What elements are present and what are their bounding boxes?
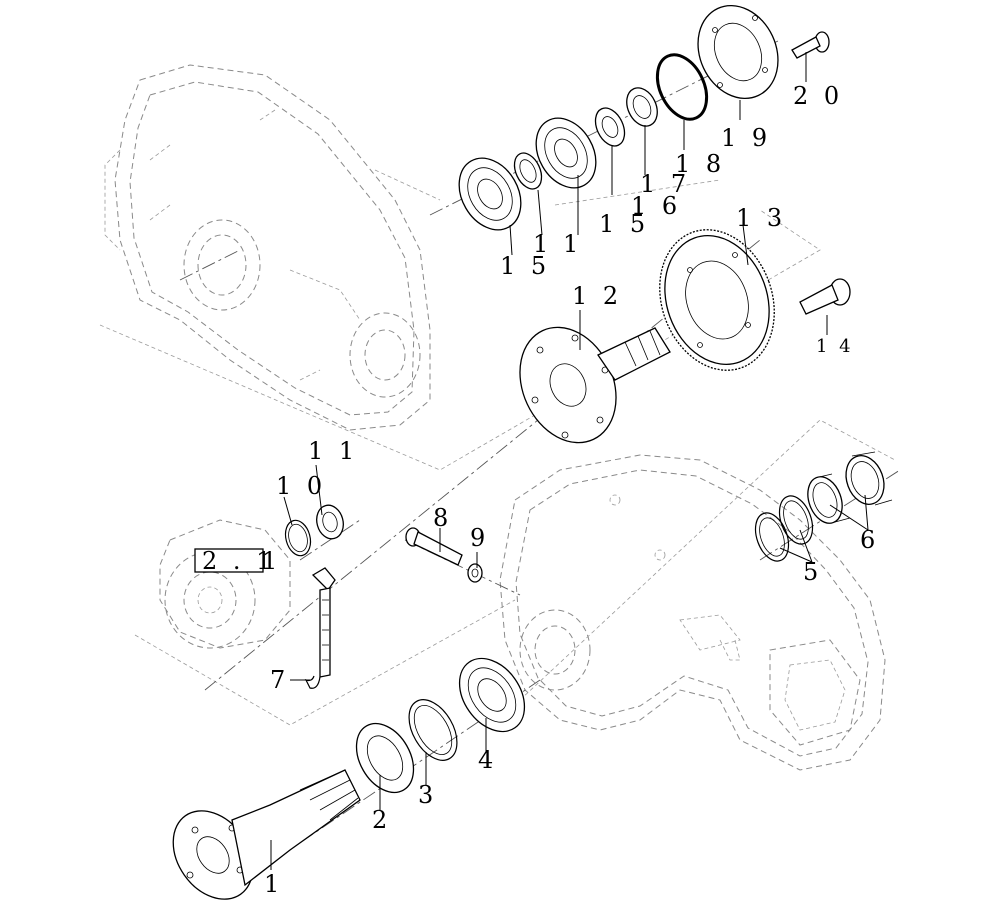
callout-21-upper: 1 bbox=[533, 230, 552, 258]
callout-2: 2 bbox=[372, 806, 391, 834]
callout-10: 1 0 bbox=[276, 472, 326, 500]
part-14-bolt bbox=[799, 278, 851, 315]
callout-11-upper: 1 bbox=[563, 230, 582, 258]
reference-box-label: 2 . 1 bbox=[202, 547, 275, 575]
part-12-flange-shaft bbox=[519, 326, 671, 444]
callout-7: 7 bbox=[270, 666, 289, 694]
callout-4: 4 bbox=[478, 746, 497, 774]
callout-5: 5 bbox=[803, 558, 822, 586]
part-4-bearing bbox=[458, 657, 526, 733]
leader-lines bbox=[270, 52, 869, 870]
callout-11: 1 1 bbox=[308, 437, 358, 465]
upper-housing-ghost bbox=[104, 64, 431, 431]
callout-17: 1 7 bbox=[640, 170, 690, 198]
part-21-spacer bbox=[513, 152, 543, 190]
part-5-rings bbox=[754, 495, 814, 562]
callout-13: 1 3 bbox=[736, 204, 786, 232]
callout-labels: 1 2 3 4 5 6 7 8 9 1 0 1 1 1 2 1 3 1 4 1 … bbox=[264, 82, 879, 898]
hub-ghost bbox=[159, 519, 291, 649]
perspective-frames bbox=[99, 169, 896, 726]
part-8-bolt bbox=[405, 527, 463, 566]
part-1-output-shaft bbox=[172, 769, 361, 900]
callout-8: 8 bbox=[433, 504, 452, 532]
part-20-bolt bbox=[791, 31, 830, 59]
part-13-ring-gear bbox=[659, 229, 775, 371]
callout-20: 2 0 bbox=[793, 82, 843, 110]
part-3-circlip bbox=[408, 699, 458, 761]
part-10-circlip bbox=[284, 519, 312, 557]
centerlines bbox=[179, 39, 901, 871]
part-9-washer bbox=[467, 563, 483, 583]
callout-19: 1 9 bbox=[721, 124, 771, 152]
callout-21-ref: 1 bbox=[262, 547, 281, 575]
axle-housing-ghost bbox=[499, 454, 886, 771]
callout-12: 1 2 bbox=[572, 282, 622, 310]
part-7-breather-hose bbox=[304, 567, 336, 689]
callout-14: 1 4 bbox=[816, 336, 854, 357]
part-19-cover bbox=[697, 4, 779, 100]
callout-15-nut: 1 5 bbox=[599, 210, 649, 238]
callout-18: 1 8 bbox=[675, 150, 725, 178]
part-6-bushings bbox=[807, 451, 893, 524]
part-15-bearing bbox=[458, 157, 522, 231]
part-2-seal bbox=[355, 722, 415, 794]
part-16-washer bbox=[626, 87, 658, 127]
callout-6: 6 bbox=[860, 526, 879, 554]
part-11-upper-bearing bbox=[535, 117, 597, 189]
callout-1: 1 bbox=[264, 870, 283, 898]
part-18-o-ring bbox=[655, 53, 709, 121]
callout-16: 1 6 bbox=[631, 192, 681, 220]
part-15-slotted-nut bbox=[594, 107, 626, 147]
reference-box: 2 . 1 1 bbox=[194, 547, 281, 575]
callout-15: 1 5 bbox=[500, 252, 550, 280]
callout-9: 9 bbox=[470, 524, 489, 552]
part-11-bearing bbox=[316, 504, 344, 540]
callout-3: 3 bbox=[418, 781, 437, 809]
